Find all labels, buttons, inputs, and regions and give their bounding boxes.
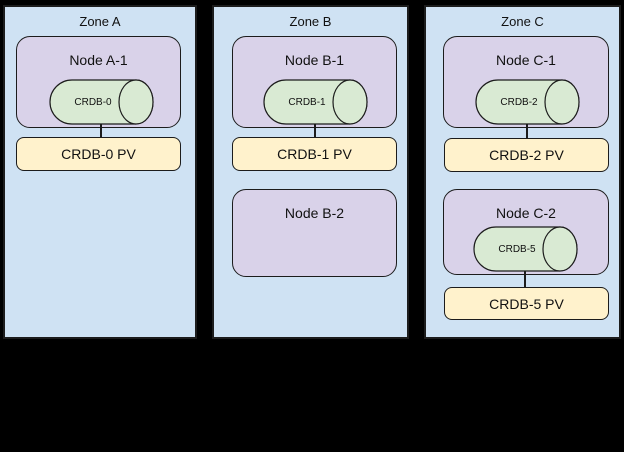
node-b1-box: Node B-1 CRDB-1 <box>232 36 397 128</box>
zone-c-box: Zone C Node C-1 CRDB-2 CRDB-2 PV Node C-… <box>424 5 621 339</box>
node-c1-label: Node C-1 <box>496 52 556 68</box>
crdb-1-pod-label: CRDB-1 <box>288 96 326 108</box>
cylinder-shape <box>49 79 154 125</box>
cylinder-shape <box>475 79 580 125</box>
zone-b-box: Zone B Node B-1 CRDB-1 CRDB-1 PV Node B-… <box>212 5 409 339</box>
crdb-1-pv-label: CRDB-1 PV <box>277 146 352 162</box>
node-a1-label: Node A-1 <box>69 52 128 68</box>
crdb-1-pod-cylinder: CRDB-1 <box>263 79 369 125</box>
crdb-5-pv-box: CRDB-5 PV <box>444 287 609 320</box>
crdb-5-pod-cylinder: CRDB-5 <box>473 226 579 272</box>
cylinder-shape <box>263 79 368 125</box>
node-b2-box: Node B-2 <box>232 189 397 277</box>
zone-a-box: Zone A Node A-1 CRDB-0 CRDB-0 PV <box>3 5 197 339</box>
cylinder-shape <box>473 226 578 272</box>
crdb-0-pod-cylinder: CRDB-0 <box>49 79 155 125</box>
zone-a-label: Zone A <box>79 14 121 29</box>
node-b1-label: Node B-1 <box>284 52 345 68</box>
connector-crdb-2-to-pv <box>526 124 528 138</box>
node-c1-box: Node C-1 CRDB-2 <box>443 36 609 128</box>
zone-b-label: Zone B <box>289 14 332 29</box>
crdb-5-pv-label: CRDB-5 PV <box>489 295 564 312</box>
crdb-2-pod-label: CRDB-2 <box>500 96 538 108</box>
crdb-0-pv-label: CRDB-0 PV <box>61 146 136 162</box>
crdb-0-pv-box: CRDB-0 PV <box>16 137 181 171</box>
connector-crdb-0-to-pv <box>100 124 102 137</box>
node-a1-box: Node A-1 CRDB-0 <box>16 36 181 128</box>
crdb-2-pv-box: CRDB-2 PV <box>444 138 609 172</box>
crdb-1-pv-box: CRDB-1 PV <box>232 137 397 171</box>
crdb-2-pod-cylinder: CRDB-2 <box>475 79 581 125</box>
zone-c-label: Zone C <box>501 14 544 29</box>
crdb-0-pod-label: CRDB-0 <box>74 96 112 108</box>
node-c2-box: Node C-2 CRDB-5 <box>443 189 609 275</box>
node-c2-label: Node C-2 <box>496 205 556 221</box>
node-b2-label: Node B-2 <box>284 205 345 221</box>
crdb-5-pod-label: CRDB-5 <box>498 243 536 255</box>
connector-crdb-1-to-pv <box>314 124 316 137</box>
connector-crdb-5-to-pv <box>524 271 526 287</box>
crdb-2-pv-label: CRDB-2 PV <box>489 147 564 163</box>
